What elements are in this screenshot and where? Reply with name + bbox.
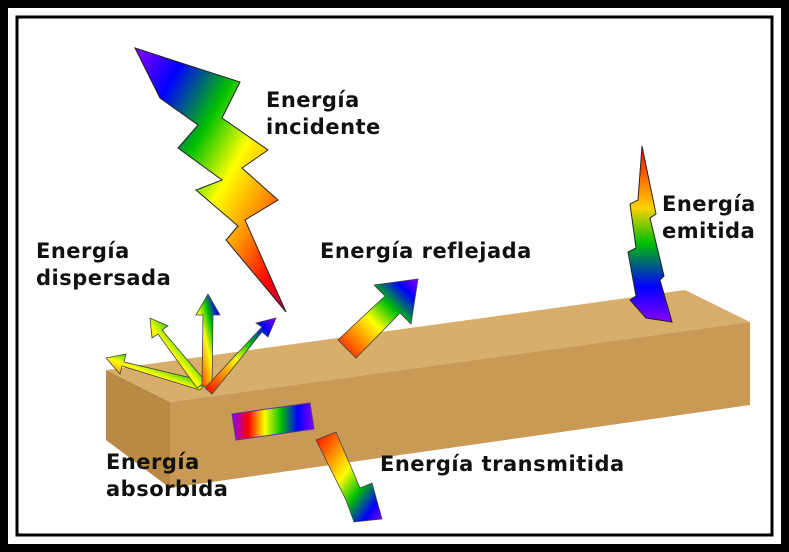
label-reflected-energy: Energía reflejada xyxy=(320,239,532,263)
absorbed-energy-band xyxy=(231,402,315,441)
reflected-energy-arrow xyxy=(337,278,419,359)
label-absorbed-line2: absorbida xyxy=(106,477,229,501)
label-emitted-line2: emitida xyxy=(662,219,756,243)
scattered-energy-arrows xyxy=(105,293,277,395)
label-scattered-line1: Energía xyxy=(36,239,130,263)
label-absorbed-energy: Energía absorbida xyxy=(106,449,228,503)
surface-slab xyxy=(106,290,750,488)
incident-lightning-bolt xyxy=(134,47,287,313)
transmitted-energy-arrow xyxy=(315,431,383,523)
label-emitted-energy: Energía emitida xyxy=(662,191,756,245)
label-incident-line2: incidente xyxy=(266,115,381,139)
label-incident-energy: Energía incidente xyxy=(266,87,381,141)
label-scattered-energy: Energía dispersada xyxy=(36,238,171,292)
label-incident-line1: Energía xyxy=(266,88,360,112)
label-scattered-line2: dispersada xyxy=(36,266,172,290)
emitted-energy-bolt xyxy=(627,145,673,323)
label-absorbed-line1: Energía xyxy=(106,450,200,474)
label-transmitted-energy: Energía transmitida xyxy=(380,452,625,476)
inner-frame xyxy=(15,15,774,537)
label-emitted-line1: Energía xyxy=(662,192,756,216)
